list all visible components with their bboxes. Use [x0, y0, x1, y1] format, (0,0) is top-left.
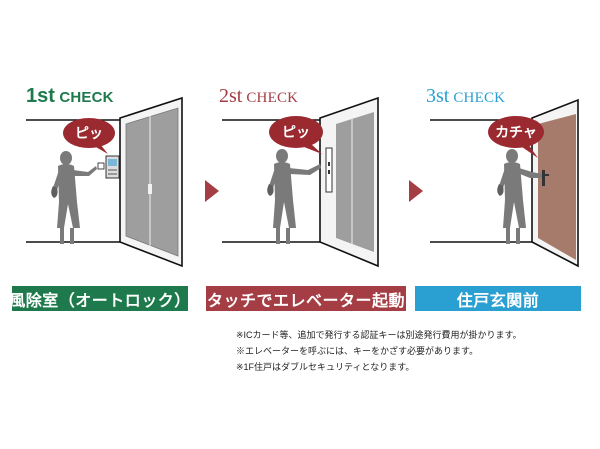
intercom-panel-icon	[97, 155, 120, 179]
speech-bubble-icon	[269, 116, 323, 154]
step3-heading: 3st CHECK	[426, 85, 506, 107]
person-silhouette-icon	[497, 149, 542, 244]
step2-scene: ピッ	[222, 96, 379, 268]
entrance-door	[125, 107, 179, 257]
step1-heading: 1st CHECK	[26, 85, 114, 107]
step2-sound: ピッ	[282, 125, 310, 141]
residence-door	[538, 114, 576, 260]
triangle-right-icon	[205, 180, 219, 202]
step3-sound: カチャ	[495, 125, 537, 141]
elevator-door	[336, 112, 374, 252]
footnote: ※1F住戸はダブルセキュリティとなります。	[236, 362, 415, 372]
footnote: ※ICカード等、追加で発行する認証キーは別途発行費用が掛かります。	[236, 330, 522, 340]
triangle-right-icon	[409, 180, 423, 202]
footnote: ※エレベーターを呼ぶには、キーをかざす必要があります。	[236, 346, 479, 356]
person-silhouette-icon	[51, 151, 97, 244]
speech-bubble-icon	[488, 116, 544, 158]
door-handle-icon	[542, 170, 549, 186]
step3-scene: カチャ	[430, 98, 579, 268]
step1-scene: ピッ	[26, 96, 183, 268]
step2-label: タッチでエレベーター起動	[206, 286, 406, 311]
elevator-button-panel-icon	[325, 147, 333, 193]
speech-bubble-icon	[63, 118, 115, 154]
footnotes: ※ICカード等、追加で発行する認証キーは別途発行費用が掛かります。 ※エレベータ…	[236, 327, 522, 375]
step3-label: 住戸玄関前	[415, 286, 581, 311]
step1-label: 風除室（オートロック）	[9, 286, 190, 311]
step2-heading: 2st CHECK	[219, 85, 299, 107]
person-silhouette-icon	[267, 149, 321, 244]
step1-sound: ピッ	[75, 126, 103, 142]
